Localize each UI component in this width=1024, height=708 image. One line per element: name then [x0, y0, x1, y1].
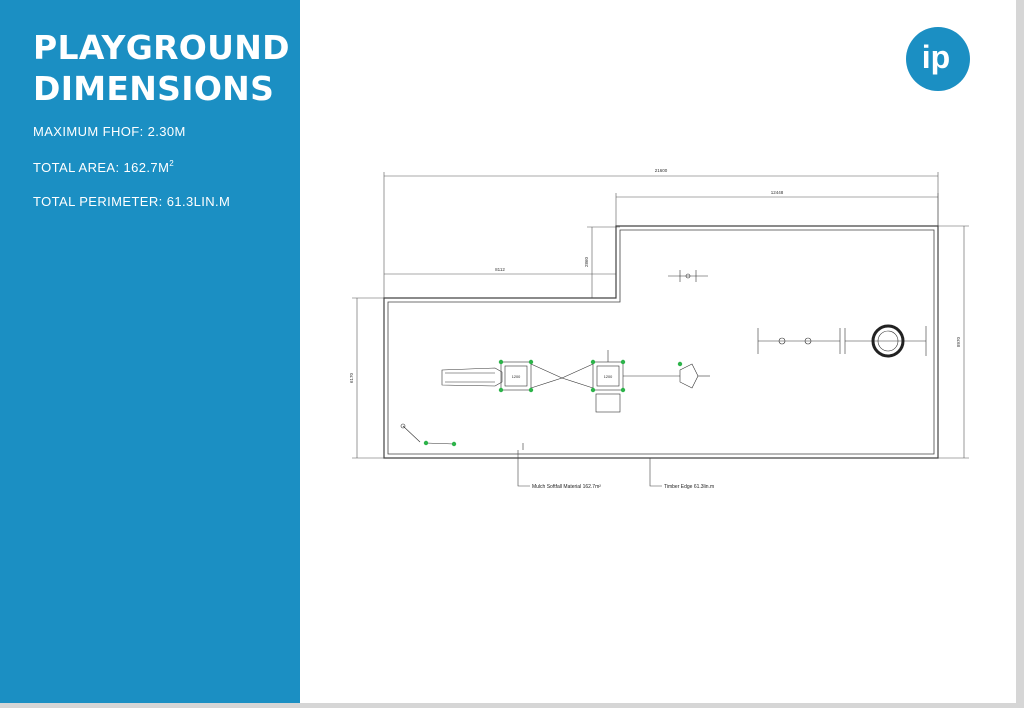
dim-step-height: 2860 — [584, 256, 589, 267]
play-equipment — [400, 270, 927, 450]
dimension-lines — [352, 172, 969, 459]
logo-text: ip — [922, 39, 950, 75]
equipment-tag-2: 1200 — [604, 375, 612, 379]
boundary-inner — [387, 229, 935, 455]
dim-right-height: 8970 — [956, 336, 961, 347]
callout-mulch: Mulch Softfall Material 162.7m² — [532, 484, 601, 490]
callout-timber: Timber Edge 61.3lin.m — [664, 484, 714, 490]
title-line-1: PLAYGROUND — [33, 28, 290, 67]
callout-leaders — [517, 450, 662, 487]
dim-left-height: 6170 — [349, 372, 354, 383]
page-title: PLAYGROUND DIMENSIONS — [33, 27, 290, 109]
dim-overall-width: 21600 — [655, 168, 668, 173]
title-line-2: DIMENSIONS — [33, 69, 275, 108]
sidebar-panel: PLAYGROUND DIMENSIONS MAXIMUM FHOF: 2.30… — [0, 0, 300, 703]
total-perimeter-text: TOTAL PERIMETER: 61.3LIN.M — [33, 194, 231, 209]
max-fhof-text: MAXIMUM FHOF: 2.30M — [33, 124, 186, 139]
dim-upper-width: 12448 — [771, 190, 784, 195]
total-area-text: TOTAL AREA: 162.7M2 — [33, 159, 174, 175]
site-plan-drawing: 21600 12448 8112 2860 6170 8970 — [349, 168, 969, 490]
total-area-superscript: 2 — [169, 159, 175, 168]
equipment-tag-1: 1200 — [512, 375, 520, 379]
ip-logo-icon: ip — [906, 27, 970, 91]
green-nodes — [423, 359, 683, 447]
dim-left-step: 8112 — [495, 267, 505, 272]
total-area-value: TOTAL AREA: 162.7M — [33, 160, 170, 175]
boundary-outer — [383, 225, 939, 459]
